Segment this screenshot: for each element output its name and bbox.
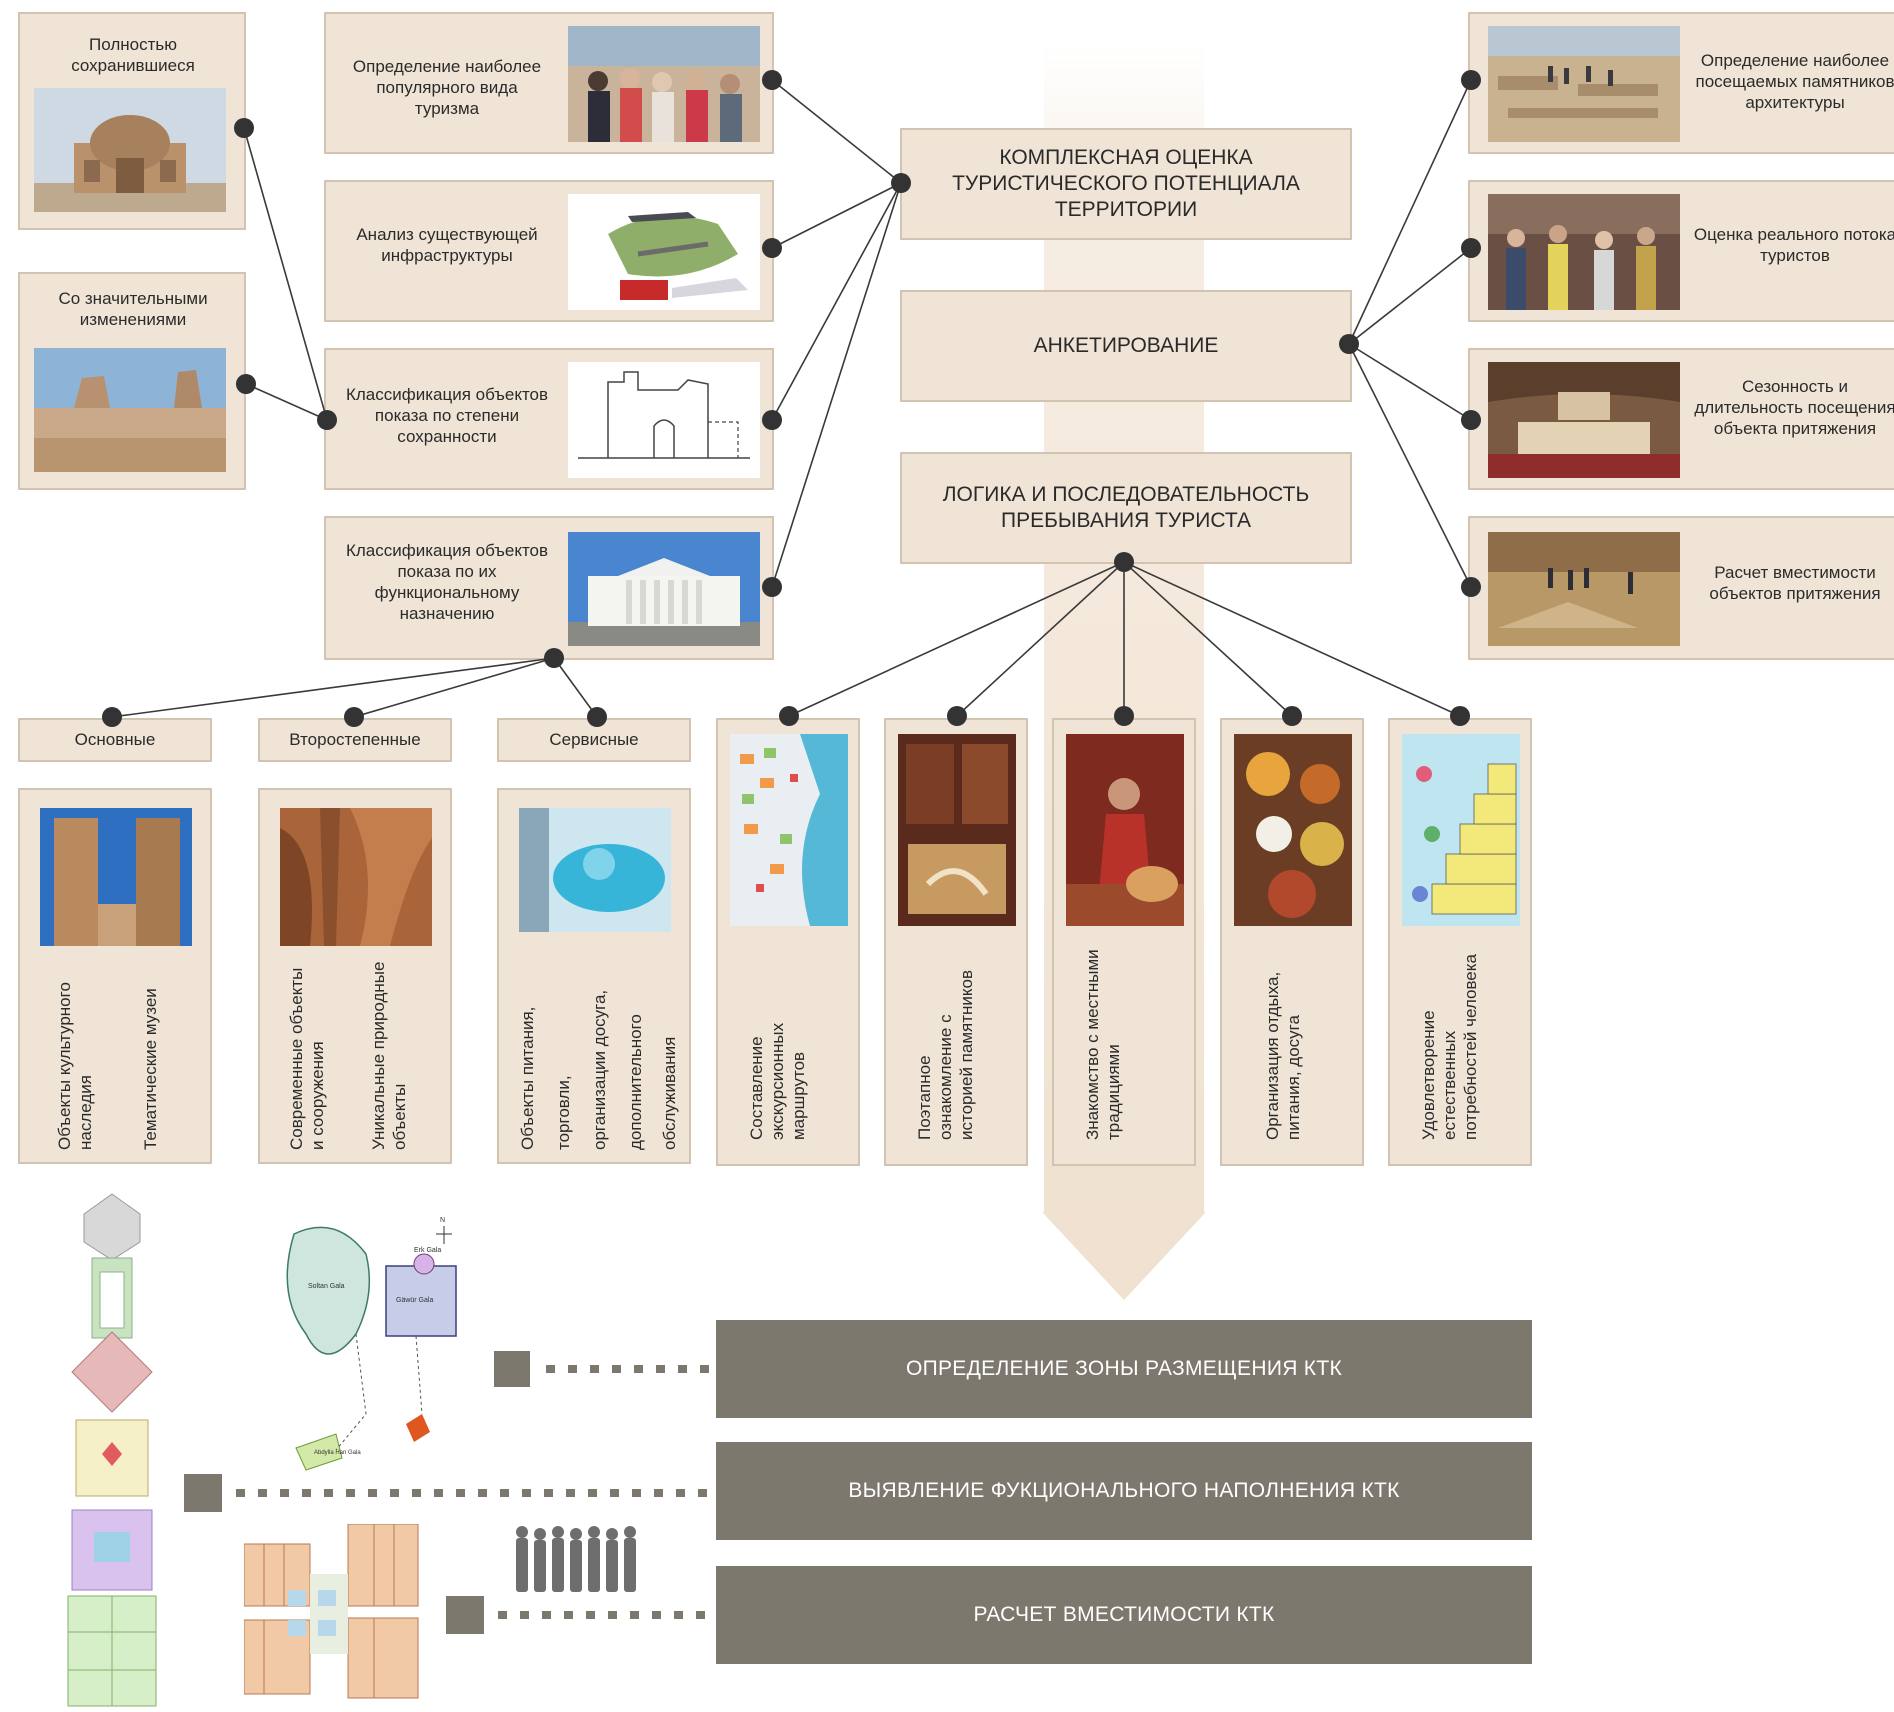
traditions-photo <box>1066 734 1184 926</box>
connector-dot <box>891 173 911 193</box>
center-box-label: АНКЕТИРОВАНИЕ <box>1033 334 1219 357</box>
tourist-flow-photo <box>1488 194 1680 310</box>
center-box-label: ЛОГИКА И ПОСЛЕДОВАТЕЛЬНОСТЬ ПРЕБЫВАНИЯ Т… <box>942 483 1310 532</box>
connector-dot <box>587 707 607 727</box>
leader-square-zone <box>494 1351 530 1387</box>
connector-dot <box>762 70 782 90</box>
right-card-label: Сезонность и длительность посещения объе… <box>1694 377 1894 438</box>
connector-dot <box>762 238 782 258</box>
result-bar-function: ВЫЯВЛЕНИЕ ФУКЦИОНАЛЬНОГО НАПОЛНЕНИЯ КТК <box>716 1442 1532 1540</box>
section-drawing <box>568 362 760 478</box>
connector-dot <box>344 707 364 727</box>
food-table-photo <box>1234 734 1352 926</box>
map-label-c: Erk Gala <box>414 1247 441 1254</box>
connector-dot <box>762 410 782 430</box>
tourist-group-photo <box>568 26 760 142</box>
site-map: Soltan Gala Gäwür Gala Erk Gala Abdylla … <box>246 1214 466 1484</box>
right-card-capacity: Расчет вместимости объектов притяжения <box>1468 516 1894 660</box>
connector-dot <box>1461 577 1481 597</box>
center-box-survey: АНКЕТИРОВАНИЕ <box>900 290 1352 402</box>
canyon-photo <box>280 808 432 946</box>
logic-card-needs: Удовлетворение естественных потребностей… <box>1388 718 1532 1166</box>
hotel-room-photo <box>1488 362 1680 478</box>
mid-card-function: Классификация объектов показа по их функ… <box>324 516 774 660</box>
museum-exhibit-photo <box>898 734 1016 926</box>
maslow-pyramid-illustration <box>1402 734 1520 926</box>
left-card-modified: Со значительными изменениями <box>18 272 246 490</box>
left-card-label: Со значительными изменениями <box>58 289 208 329</box>
right-card-label: Расчет вместимости объектов притяжения <box>1709 563 1881 603</box>
people-silhouettes-icon <box>516 1526 636 1592</box>
mid-card-tourism-type: Определение наиболее популярного вида ту… <box>324 12 774 154</box>
transport-collage-photo <box>568 194 760 310</box>
category-card-service: Объекты питания, торговли, организации д… <box>497 788 691 1164</box>
connector-dot <box>779 706 799 726</box>
connector-dot <box>544 648 564 668</box>
center-box-assessment: КОМПЛЕКСНАЯ ОЦЕНКА ТУРИСТИЧЕСКОГО ПОТЕНЦ… <box>900 128 1352 240</box>
connector-dot <box>1339 334 1359 354</box>
connector-dot <box>1114 706 1134 726</box>
category-card-secondary: Современные объекты и сооружения Уникаль… <box>258 788 452 1164</box>
museum-hall-photo <box>1488 532 1680 646</box>
theatre-building-photo <box>568 532 760 646</box>
result-bar-zone: ОПРЕДЕЛЕНИЕ ЗОНЫ РАЗМЕЩЕНИЯ КТК <box>716 1320 1532 1418</box>
connector-dot <box>762 577 782 597</box>
mausoleum-photo <box>34 88 226 212</box>
right-card-label: Оценка реального потока туристов <box>1693 225 1894 265</box>
leader-square-function <box>184 1474 222 1512</box>
mid-card-preservation: Классификация объектов показа по степени… <box>324 348 774 490</box>
ruins-photo <box>34 348 226 472</box>
left-card-preserved: Полностью сохранившиеся <box>18 12 246 230</box>
connector-dot <box>1282 706 1302 726</box>
mid-card-label: Классификация объектов показа по их функ… <box>345 541 549 623</box>
building-floor-plan <box>244 1524 426 1700</box>
pool-photo <box>519 808 671 932</box>
right-card-label: Определение наиболее посещаемых памятник… <box>1695 51 1894 112</box>
right-card-season: Сезонность и длительность посещения объе… <box>1468 348 1894 490</box>
result-bar-capacity: РАСЧЕТ ВМЕСТИМОСТИ КТК <box>716 1566 1532 1664</box>
connector-dot <box>1461 238 1481 258</box>
map-label-b: Gäwür Gala <box>396 1297 433 1304</box>
map-north-label: N <box>440 1217 445 1224</box>
right-card-monuments: Определение наиболее посещаемых памятник… <box>1468 12 1894 154</box>
complex-plan-drawing <box>67 1193 157 1707</box>
connector-dot <box>947 706 967 726</box>
mid-card-label: Анализ существующей инфраструктуры <box>356 225 538 265</box>
connector-dot <box>102 707 122 727</box>
excavation-photo <box>1488 26 1680 142</box>
mid-card-label: Классификация объектов показа по степени… <box>345 385 549 446</box>
mid-card-label: Определение наиболее популярного вида ту… <box>352 57 542 118</box>
connector-dot <box>1450 706 1470 726</box>
map-label-d: Abdylla Han Gala <box>314 1450 361 1456</box>
map-label-a: Soltan Gala <box>308 1283 345 1290</box>
right-card-flow: Оценка реального потока туристов <box>1468 180 1894 322</box>
logic-card-routes: Составление экскурсионных маршрутов <box>716 718 860 1166</box>
category-card-main: Объекты культурного наследия Тематически… <box>18 788 212 1164</box>
connector-dot <box>1461 410 1481 430</box>
left-card-label: Полностью сохранившиеся <box>71 35 195 75</box>
connector-dot <box>1114 552 1134 572</box>
city-map-photo <box>730 734 848 926</box>
mid-card-infrastructure: Анализ существующей инфраструктуры <box>324 180 774 322</box>
leader-square-capacity <box>446 1596 484 1634</box>
connector-dot <box>1461 70 1481 90</box>
connector-dot <box>236 374 256 394</box>
minaret-ruins-photo <box>40 808 192 946</box>
connector-dot <box>234 118 254 138</box>
center-box-label: КОМПЛЕКСНАЯ ОЦЕНКА ТУРИСТИЧЕСКОГО ПОТЕНЦ… <box>952 146 1300 221</box>
logic-card-leisure: Организация отдыха, питания, досуга <box>1220 718 1364 1166</box>
connector-dot <box>317 410 337 430</box>
